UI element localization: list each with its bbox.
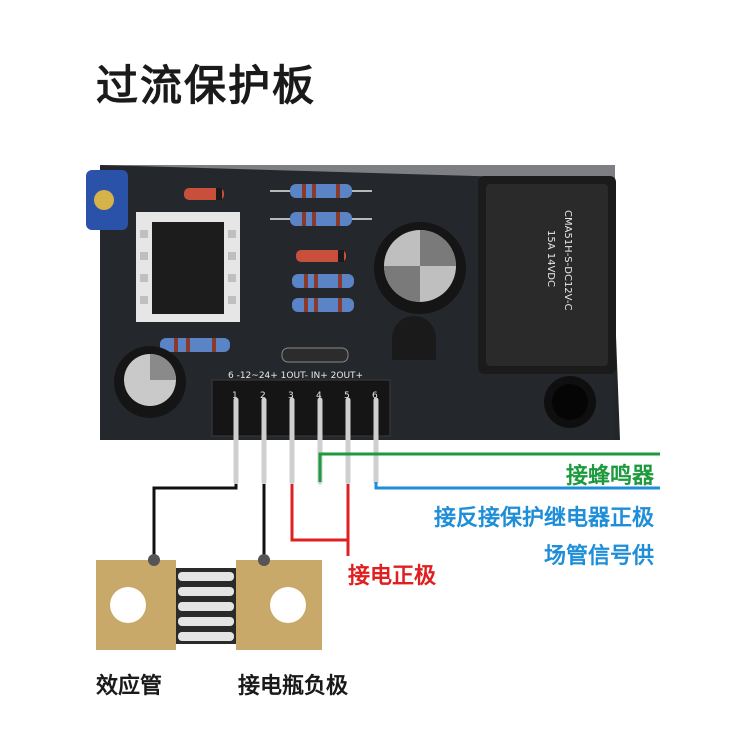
resistors xyxy=(160,184,372,352)
mounting-hole xyxy=(544,376,596,428)
header-silkscreen: 6 -12~24+ 1OUT- IN+ 2OUT+ xyxy=(228,371,363,381)
transistor xyxy=(392,316,436,360)
pin-4: 4 xyxy=(316,391,322,401)
pin-1: 1 xyxy=(232,391,238,401)
ic-socket xyxy=(136,212,240,322)
relay: CMA51H-S-DC12V-C 15A 14VDC xyxy=(478,176,616,374)
pin-3: 3 xyxy=(288,391,294,401)
wire-positive-a xyxy=(290,484,348,542)
wire-buzzer xyxy=(318,452,660,482)
label-power-positive: 接电正极 xyxy=(348,564,437,589)
diodes xyxy=(184,188,349,363)
potentiometer xyxy=(86,170,128,230)
pin-6: 6 xyxy=(372,391,378,401)
pin-header: 1 2 3 4 5 6 xyxy=(211,379,391,485)
label-reverse-relay: 接反接保护继电器正极 xyxy=(433,506,654,531)
label-mosfet: 效应管 xyxy=(96,674,163,699)
shunt-resistor xyxy=(96,554,322,650)
relay-text-1: CMA51H-S-DC12V-C xyxy=(562,210,573,311)
relay-text-2: 15A 14VDC xyxy=(545,230,556,287)
wire-relay xyxy=(374,482,660,490)
wire-shunt-left xyxy=(152,484,238,556)
capacitors xyxy=(114,222,466,418)
label-buzzer: 接蜂鸣器 xyxy=(565,464,654,489)
page-title: 过流保护板 xyxy=(96,61,317,110)
label-mosfet-signal: 场管信号供 xyxy=(543,544,654,569)
pin-2: 2 xyxy=(260,391,266,401)
label-battery-negative: 接电瓶负极 xyxy=(238,674,349,699)
pin-5: 5 xyxy=(344,391,350,401)
